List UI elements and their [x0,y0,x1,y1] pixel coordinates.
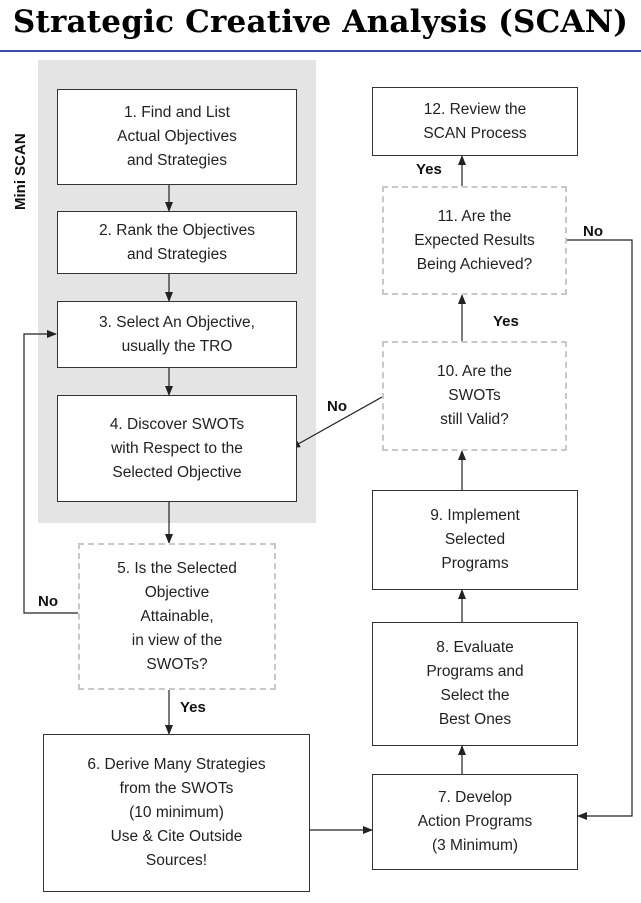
step-7-line: (3 Minimum) [431,837,519,854]
step-7-box: 7. Develop Action Programs (3 Minimum) [372,774,578,870]
step-8-line: 8. Evaluate [436,639,514,656]
step-12-line: 12. Review the [423,100,527,118]
page-title: Strategic Creative Analysis (SCAN) [12,4,629,40]
step-4-line: Selected Objective [112,463,242,481]
step-12-line: SCAN Process [423,124,527,142]
step-8-line: Best Ones [438,711,512,728]
step-6-line: 6. Derive Many Strategies [87,756,266,773]
step-3-line: usually the TRO [121,337,233,355]
step-10-line: 10. Are the [437,363,512,380]
step-4-line: with Respect to the [111,439,243,457]
step-6-line: from the SWOTs [119,780,234,797]
step-10-decision: 10. Are the SWOTs still Valid? [382,341,567,451]
step-3-line: 3. Select An Objective, [99,313,255,331]
step-2-line: 2. Rank the Objectives [99,221,255,239]
arrow-5-no-to-3 [23,330,78,614]
arrow-11-no-to-7 [567,239,633,820]
step-2-box: 2. Rank the Objectives and Strategies [57,211,297,274]
step-4-box: 4. Discover SWOTs with Respect to the Se… [57,395,297,502]
edge-label-11-yes: Yes [416,161,442,178]
step-9-box: 9. Implement Selected Programs [372,490,578,590]
step-8-box: 8. Evaluate Programs and Select the Best… [372,622,578,746]
step-6-line: Use & Cite Outside [110,828,243,845]
step-5-line: SWOTs? [146,655,208,673]
step-5-line: 5. Is the Selected [117,559,237,577]
step-4-line: 4. Discover SWOTs [109,415,245,433]
step-11-line: 11. Are the [437,207,512,225]
step-9-line: Programs [441,555,509,572]
step-1-line: Actual Objectives [117,128,237,145]
step-2-line: and Strategies [127,245,227,263]
arrow-10-no-to-4 [290,396,383,449]
step-11-decision: 11. Are the Expected Results Being Achie… [382,186,567,295]
step-3-box: 3. Select An Objective, usually the TRO [57,301,297,368]
edge-label-5-yes: Yes [180,699,206,716]
step-6-box: 6. Derive Many Strategies from the SWOTs… [43,734,310,892]
step-1-box: 1. Find and List Actual Objectives and S… [57,89,297,185]
step-1-line: 1. Find and List [124,104,230,121]
step-1-line: and Strategies [127,152,227,169]
step-7-line: Action Programs [417,813,533,830]
step-10-line: SWOTs [448,387,501,404]
title-underline [0,50,641,52]
edge-label-11-no: No [583,223,603,240]
step-11-line: Being Achieved? [416,255,533,273]
step-5-line: Objective [144,583,210,601]
step-5-decision: 5. Is the Selected Objective Attainable,… [78,543,276,690]
step-9-line: 9. Implement [430,507,520,524]
step-6-line: Sources! [145,852,208,869]
step-6-line: (10 minimum) [129,804,224,821]
step-12-box: 12. Review the SCAN Process [372,87,578,156]
step-9-line: Selected [444,531,506,548]
edge-label-10-no: No [327,398,347,415]
edge-label-10-yes: Yes [493,313,519,330]
step-5-line: Attainable, [140,607,214,625]
step-5-line: in view of the [131,631,223,649]
step-7-line: 7. Develop [437,789,513,806]
step-8-line: Select the [440,687,510,704]
edge-label-5-no: No [38,593,58,610]
step-8-line: Programs and [426,663,524,680]
step-11-line: Expected Results [414,231,535,249]
step-10-line: still Valid? [440,411,509,428]
